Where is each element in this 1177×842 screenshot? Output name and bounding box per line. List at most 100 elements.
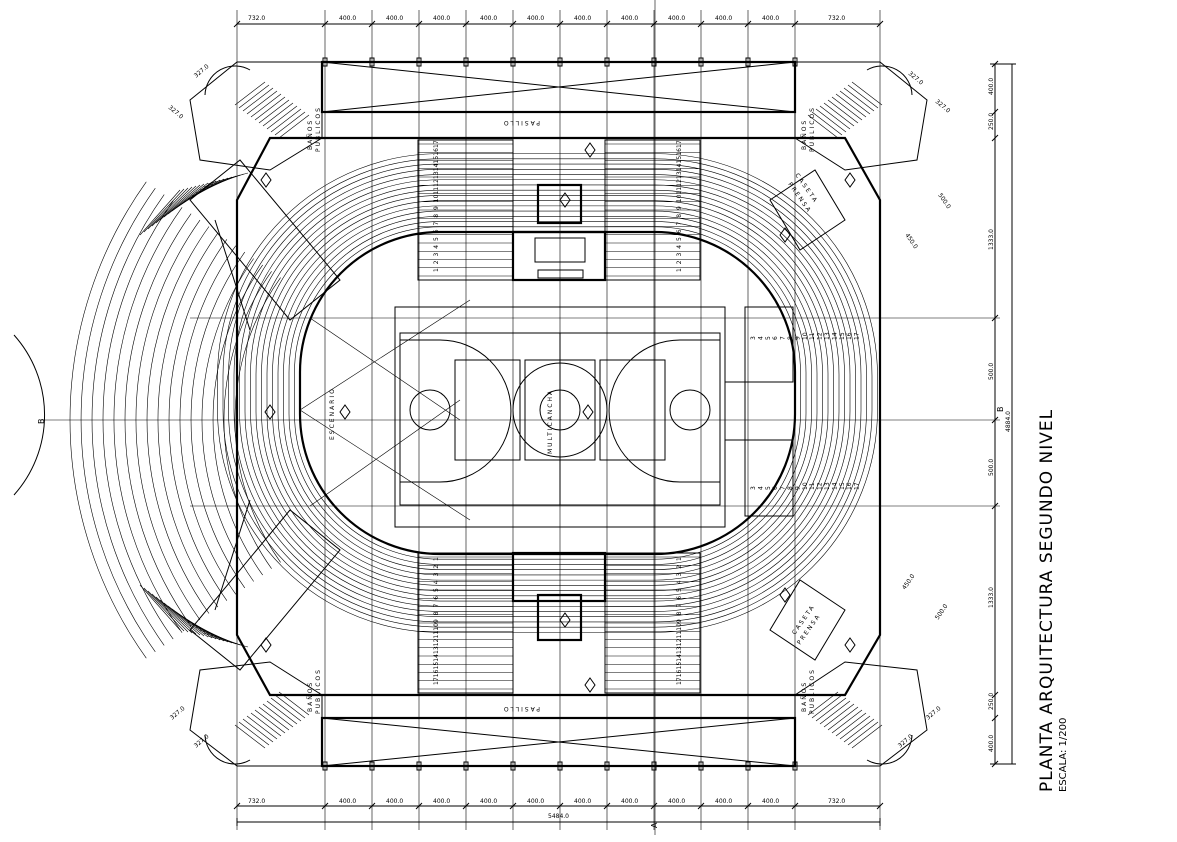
stand-row-number-3-3: 4 [676, 580, 683, 584]
stand-row-number-0-9: 10 [433, 194, 440, 202]
dim-top-11: 732.0 [828, 15, 845, 22]
stand-row-number-2-13: 14 [433, 654, 440, 662]
stand-row-number-1-15: 16 [676, 148, 683, 156]
tick-top-12 [876, 20, 884, 28]
dim-top-1: 400.0 [339, 15, 356, 22]
tick-bottom-4 [462, 802, 470, 810]
stand-row-number-0-6: 7 [433, 222, 440, 226]
fan-step-8 [146, 226, 210, 614]
level-marker-7 [264, 404, 276, 420]
stand-row-number-1-5: 6 [676, 229, 683, 233]
fan-step-7 [157, 232, 219, 608]
fan-hatch-bottom-6 [163, 602, 205, 637]
tick-top-0 [233, 20, 241, 28]
side-row-number-0-3: 6 [772, 336, 779, 340]
dim-top-5: 400.0 [527, 15, 544, 22]
side-row-number-1-12: 15 [839, 482, 846, 490]
bowl-row-5 [272, 205, 823, 581]
dim-bottom-11: 732.0 [828, 798, 845, 805]
post-bottom-9 [745, 761, 751, 771]
post-bottom-8 [698, 761, 704, 771]
side-row-number-0-6: 9 [794, 336, 801, 340]
level-marker-2 [844, 172, 856, 188]
stair-step-bl-11 [278, 691, 310, 716]
label-banos-tr: BAÑOS [801, 119, 808, 150]
stand-row-number-2-3: 4 [433, 580, 440, 584]
stand-row-number-1-10: 11 [676, 187, 683, 195]
corner-stair-towers [189, 61, 928, 767]
fan-step-6 [168, 239, 228, 601]
side-row-number-0-11: 14 [831, 332, 838, 340]
bowl-row-6 [266, 200, 829, 586]
side-row-number-0-4: 7 [780, 336, 787, 340]
stand-row-number-3-6: 7 [676, 604, 683, 608]
label-escenario: ESCENARIO [329, 387, 336, 440]
stair-step-tl-7 [262, 102, 294, 127]
post-bottom-0 [322, 761, 328, 771]
tick-top-8 [650, 20, 658, 28]
side-row-number-0-0: 3 [750, 336, 757, 340]
fan-hatch-bottom-5 [159, 599, 201, 636]
side-row-number-1-4: 7 [780, 486, 787, 490]
stair-step-br-5 [831, 709, 863, 734]
bowl-row-7 [261, 195, 834, 591]
stand-row-number-0-8: 9 [433, 206, 440, 210]
dim-top-3: 400.0 [433, 15, 450, 22]
stair-step-tr-11 [807, 114, 839, 139]
stair-step-br-4 [835, 712, 867, 737]
bowl-row-15 [217, 153, 878, 633]
dim-right-4: 500.0 [988, 459, 995, 476]
stair-step-tl-0 [234, 81, 266, 106]
dim-top-8: 400.0 [668, 15, 685, 22]
right-dimension-chain: 400.0 250.0 1333.0 500.0 500.0 1333.0 25… [988, 60, 1016, 768]
dim-bottom-3: 400.0 [433, 798, 450, 805]
fan-hatch-bottom-3 [151, 593, 193, 634]
stair-step-tl-6 [258, 99, 290, 124]
dim-bottom-6: 400.0 [574, 798, 591, 805]
dim-right-2: 1333.0 [988, 229, 995, 250]
stair-step-bl-8 [266, 700, 298, 725]
fan-step-13 [91, 194, 165, 646]
side-row-number-1-13: 16 [846, 482, 853, 490]
post-bottom-3 [463, 761, 469, 771]
side-row-number-0-12: 15 [839, 332, 846, 340]
stand-row-number-3-0: 1 [676, 557, 683, 561]
stair-step-bl-5 [254, 709, 286, 734]
bottom-dimension-chain: 732.0 400.0 400.0 400.0 400.0 400.0 400.… [233, 798, 884, 826]
dim-right-7: 400.0 [988, 735, 995, 752]
straight-stands: 1234567891011121314151617123456789101112… [417, 139, 861, 694]
level-marker-4 [779, 227, 791, 243]
tick-bottom-7 [603, 802, 611, 810]
side-row-number-1-6: 9 [794, 486, 801, 490]
side-row-number-0-1: 4 [757, 336, 764, 340]
title-block: PLANTA ARQUITECTURA SEGUNDO NIVEL ESCALA… [1037, 409, 1069, 792]
tick-right-7 [991, 714, 999, 722]
stand-row-number-3-15: 16 [676, 669, 683, 677]
post-bottom-2 [416, 761, 422, 771]
tick-top-11 [791, 20, 799, 28]
bowl-row-11 [239, 174, 856, 612]
stand-row-number-1-8: 9 [676, 206, 683, 210]
stair-step-tl-5 [254, 96, 286, 121]
post-bottom-4 [510, 761, 516, 771]
bowl-row-12 [233, 169, 862, 617]
tick-bottom-9 [697, 802, 705, 810]
stair-step-br-9 [815, 697, 847, 722]
stand-row-number-1-7: 8 [676, 214, 683, 218]
stand-row-number-2-10: 11 [433, 631, 440, 639]
tick-top-10 [744, 20, 752, 28]
dim-top-4: 400.0 [480, 15, 497, 22]
bowl-row-10 [244, 179, 851, 607]
tick-top-4 [462, 20, 470, 28]
stand-row-number-0-16: 17 [433, 140, 440, 148]
side-row-number-0-10: 13 [824, 332, 831, 340]
dim-right-6: 250.0 [988, 693, 995, 710]
level-marker-12 [559, 612, 571, 628]
stair-step-tl-4 [250, 93, 282, 118]
dim-bottom-8: 400.0 [668, 798, 685, 805]
stand-row-number-1-4: 5 [676, 237, 683, 241]
exterior-fan-stairs [13, 172, 281, 659]
fan-step-9 [135, 219, 201, 621]
tick-bottom-1 [321, 802, 329, 810]
label-publicos-bl: PUBLICOS [315, 668, 322, 714]
